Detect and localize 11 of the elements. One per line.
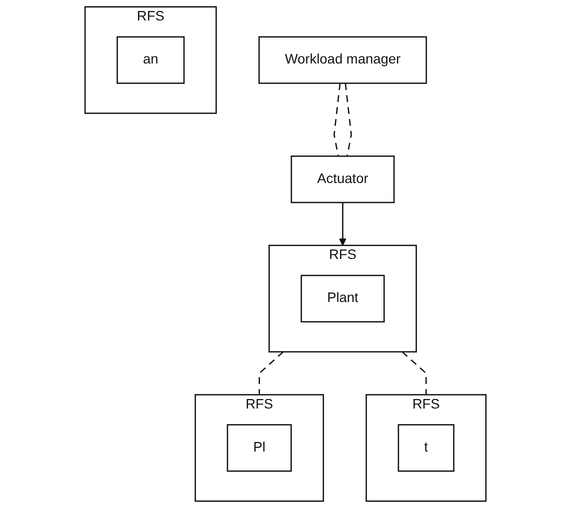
node-box: Workload manager <box>258 36 427 84</box>
connector <box>402 351 427 395</box>
connector <box>333 83 341 156</box>
node-box: Pl <box>226 424 292 472</box>
connector <box>258 351 284 395</box>
arrow <box>338 202 346 246</box>
node-box: an <box>116 36 185 84</box>
connector <box>344 83 352 156</box>
node-box: Actuator <box>290 156 395 204</box>
node-box: Plant <box>300 274 385 322</box>
node-box: t <box>398 424 454 472</box>
